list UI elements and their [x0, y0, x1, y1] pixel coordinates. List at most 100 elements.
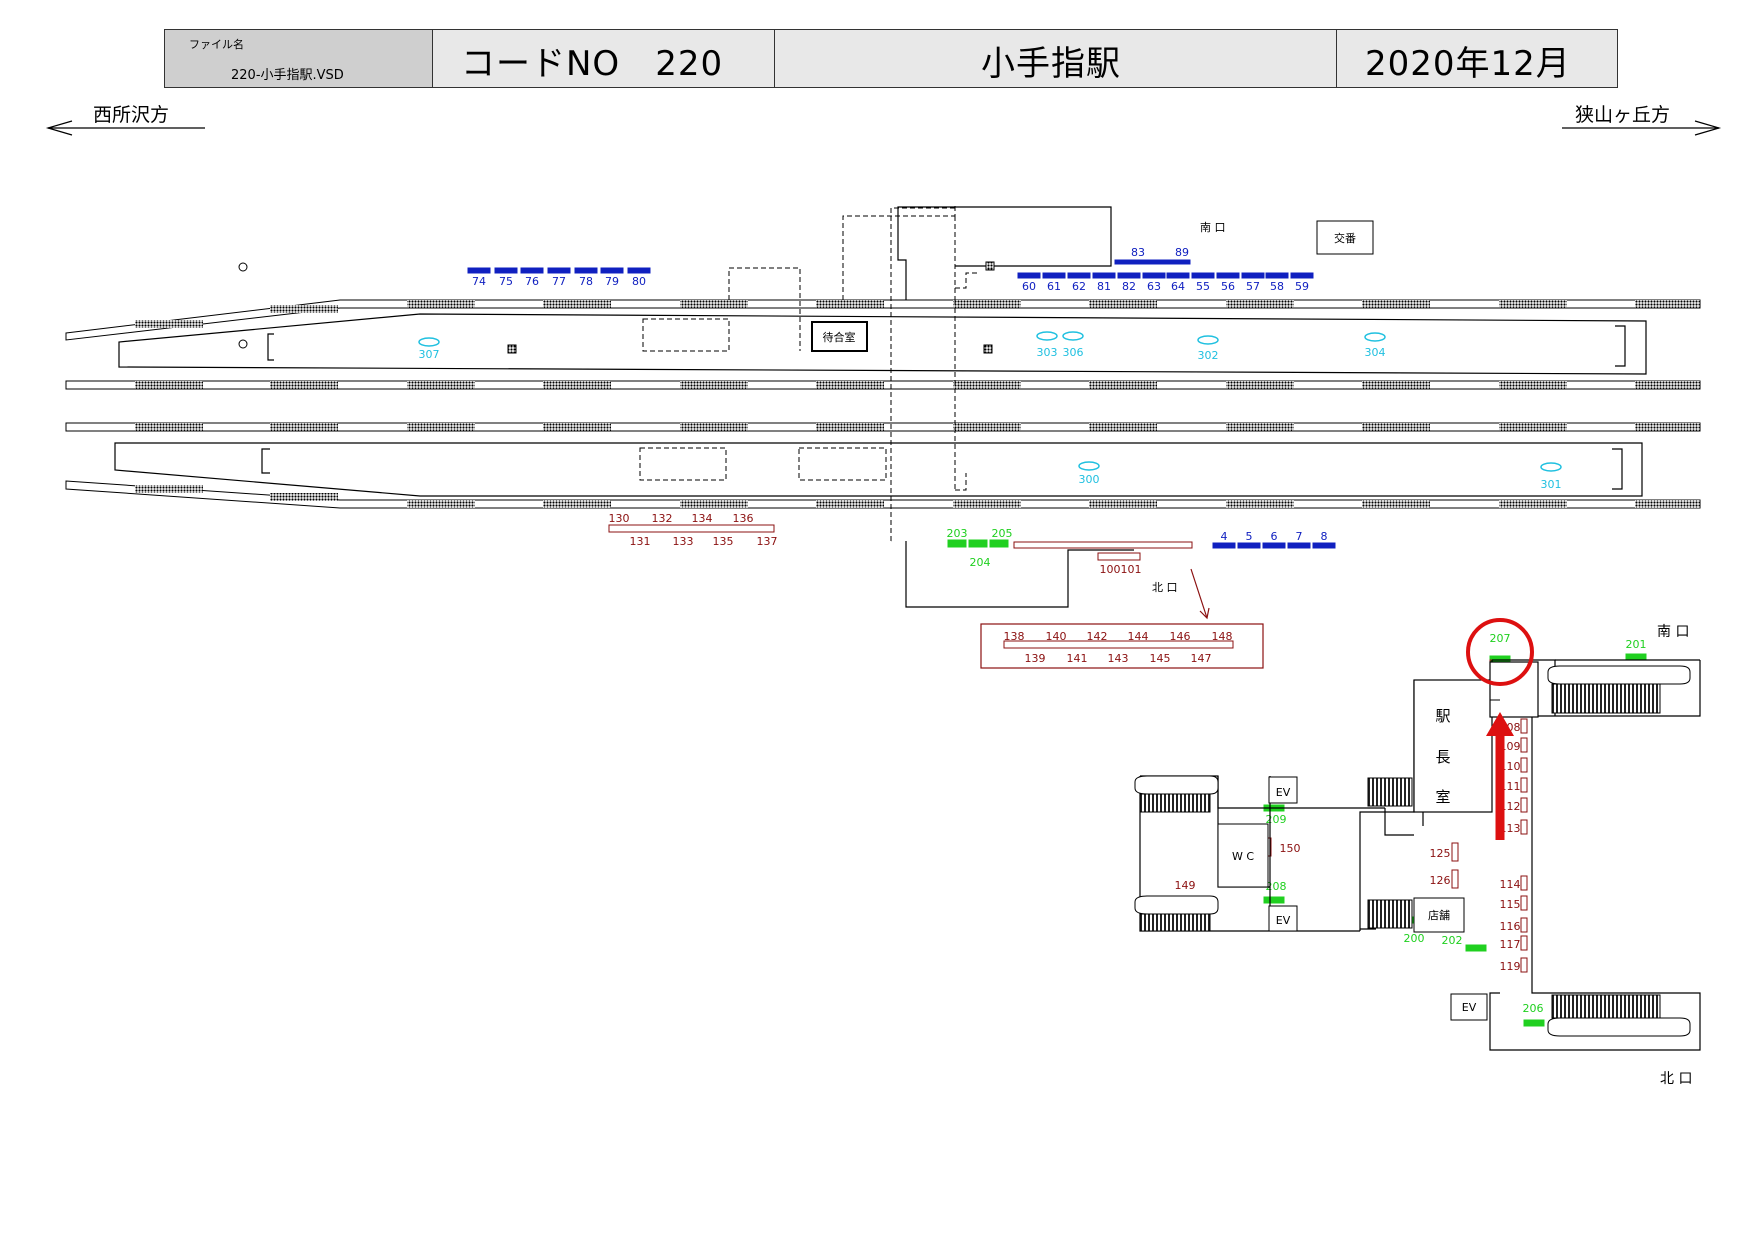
- cyan-pillar-ad: [1062, 331, 1084, 341]
- ev-box-bottom: [1268, 905, 1298, 932]
- south-exit-label: 南 口: [1657, 624, 1689, 640]
- red-ad-number: 144: [1128, 630, 1149, 643]
- blue-ad-number: 62: [1072, 280, 1086, 293]
- red-ad-panel: [1520, 757, 1528, 773]
- cyan-ad-number: 301: [1541, 478, 1562, 491]
- title-block: ファイル名 220-小手指駅.VSD コードNO 220 小手指駅 2020年1…: [164, 29, 1618, 88]
- blue-ad-panel: [1092, 272, 1116, 279]
- red-ad-number: 125: [1430, 847, 1451, 860]
- red-ad-number: 100: [1100, 563, 1121, 576]
- blue-ad-panel: [1191, 272, 1215, 279]
- platform-south: [114, 442, 1643, 497]
- blue-ad-number: 82: [1122, 280, 1136, 293]
- cyan-ad-number: 302: [1198, 349, 1219, 362]
- cyan-ad-number: 300: [1079, 473, 1100, 486]
- red-ad-number: 134: [692, 512, 713, 525]
- file-name: 220-小手指駅.VSD: [231, 68, 344, 83]
- blue-ad-number: 81: [1097, 280, 1111, 293]
- blue-ad-panel: [1290, 272, 1314, 279]
- direction-west-label: 西所沢方: [93, 104, 169, 126]
- detail-pointer: [1190, 568, 1208, 619]
- detail-pointer-head: [1199, 607, 1210, 620]
- blue-ad-number: 60: [1022, 280, 1036, 293]
- blue-ad-number: 57: [1246, 280, 1260, 293]
- ev-box-top: [1268, 776, 1298, 804]
- green-ad-panel: [947, 539, 967, 548]
- waiting-room-box: [811, 321, 868, 352]
- red-ad-number: 140: [1046, 630, 1067, 643]
- red-ad-panel: [1520, 819, 1528, 835]
- red-ad-number: 131: [630, 535, 651, 548]
- red-ad-number: 101: [1121, 563, 1142, 576]
- red-ad-number: 119: [1500, 960, 1521, 973]
- red-ad-number: 117: [1500, 938, 1521, 951]
- blue-ad-panel: [467, 267, 491, 274]
- green-ad-number: 208: [1266, 880, 1287, 893]
- waiting-room-label: 待合室: [823, 330, 856, 344]
- green-ad-number: 201: [1626, 638, 1647, 651]
- green-ad-number: 203: [947, 527, 968, 540]
- red-ad-number: 139: [1025, 652, 1046, 665]
- cyan-pillar-ad: [1540, 462, 1562, 472]
- blue-ad-panel: [1262, 542, 1286, 549]
- blue-ad-panel: [494, 267, 518, 274]
- blue-ad-panel: [547, 267, 571, 274]
- blue-ad-number: 5: [1246, 530, 1253, 543]
- red-ad-panel: [1520, 935, 1528, 951]
- blue-ad-number: 59: [1295, 280, 1309, 293]
- red-ad-number: 133: [673, 535, 694, 548]
- blue-ad-number: 58: [1270, 280, 1284, 293]
- cyan-ad-number: 304: [1365, 346, 1386, 359]
- red-ad-number: 112: [1500, 800, 1521, 813]
- red-ad-number: 147: [1191, 652, 1212, 665]
- blue-ad-number: 4: [1221, 530, 1228, 543]
- red-ad-panel: [1520, 895, 1528, 911]
- file-label: ファイル名: [189, 38, 244, 51]
- blue-ad-number: 76: [525, 275, 539, 288]
- blue-ad-panel: [1265, 272, 1289, 279]
- cyan-ad-number: 306: [1063, 346, 1084, 359]
- red-ad-number: 146: [1170, 630, 1191, 643]
- red-ad-number: 111: [1500, 780, 1521, 793]
- blue-ad-panel: [1117, 272, 1141, 279]
- file-cell: ファイル名 220-小手指駅.VSD: [165, 30, 433, 87]
- blue-ad-panel: [1212, 542, 1236, 549]
- cyan-pillar-ad: [1036, 331, 1058, 341]
- blue-ad-panel: [1241, 272, 1265, 279]
- cyan-pillar-ad: [1197, 335, 1219, 345]
- station-master-room: [1413, 679, 1493, 813]
- red-ad-number: 150: [1280, 842, 1301, 855]
- green-ad-panel: [968, 539, 988, 548]
- blue-ad-number: 61: [1047, 280, 1061, 293]
- red-ad-number: 143: [1108, 652, 1129, 665]
- cyan-ad-number: 303: [1037, 346, 1058, 359]
- blue-ad-panel: [1114, 259, 1191, 265]
- red-ad-panel: [1520, 737, 1528, 753]
- red-ad-number: 135: [713, 535, 734, 548]
- green-ad-number: 205: [992, 527, 1013, 540]
- blue-ad-panel: [1312, 542, 1336, 549]
- red-ad-panel: [1451, 842, 1459, 862]
- red-ad-strip: [1003, 640, 1234, 649]
- detail-frame: [980, 623, 1264, 669]
- green-ad-panel: [1465, 944, 1487, 952]
- red-ad-number: 126: [1430, 874, 1451, 887]
- blue-ad-number: 79: [605, 275, 619, 288]
- blue-ad-panel: [574, 267, 598, 274]
- blue-ad-panel: [1164, 259, 1186, 265]
- ev-box-right: [1450, 993, 1488, 1021]
- date-text: 2020年12月: [1365, 44, 1571, 84]
- red-ad-strip: [1013, 541, 1193, 549]
- concourse-south-corridor: [1489, 661, 1539, 718]
- red-ad-panel: [1520, 777, 1528, 793]
- wc-label: W C: [1232, 850, 1254, 863]
- red-ad-number: 141: [1067, 652, 1088, 665]
- koban-label: 交番: [1334, 231, 1356, 245]
- escalators: [1134, 665, 1691, 1037]
- green-ad-number: 207: [1490, 632, 1511, 645]
- blue-ad-number: 83: [1131, 246, 1145, 259]
- green-ad-panel: [1263, 896, 1285, 904]
- blue-ad-number: 80: [632, 275, 646, 288]
